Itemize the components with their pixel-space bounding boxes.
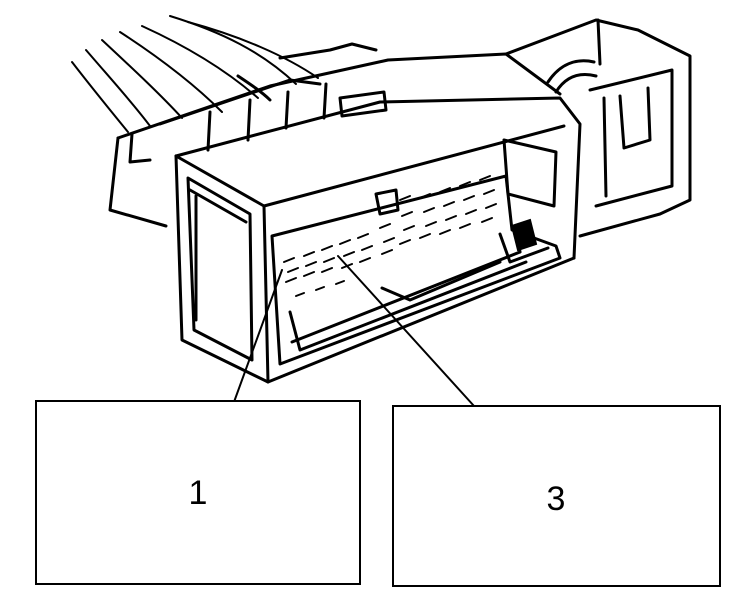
rear-wire-cover bbox=[108, 42, 562, 228]
leader-line-3 bbox=[337, 255, 475, 407]
connector-housing bbox=[174, 96, 582, 384]
callout-label-3: 3 bbox=[547, 480, 566, 518]
terminal-cavities bbox=[283, 175, 497, 297]
callout-box-3: 3 bbox=[392, 405, 721, 587]
leader-lines bbox=[233, 255, 475, 407]
wire-bundle bbox=[71, 15, 319, 133]
connector-face bbox=[270, 138, 562, 366]
callout-label-1: 1 bbox=[189, 474, 208, 512]
leader-line-1 bbox=[233, 269, 283, 403]
locking-lever bbox=[504, 18, 692, 238]
callout-box-1: 1 bbox=[35, 400, 361, 585]
